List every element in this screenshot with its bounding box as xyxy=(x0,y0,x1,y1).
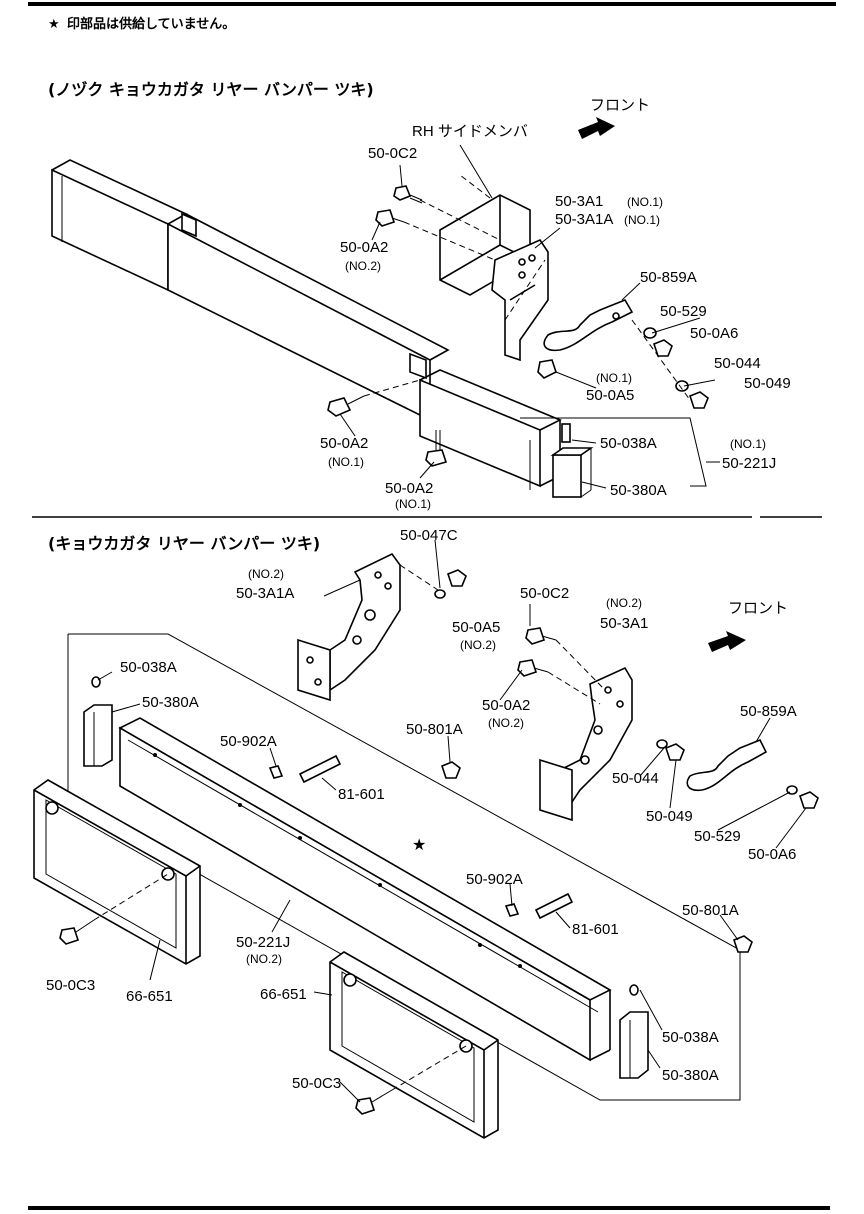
label-50-3A1: 50-3A1 xyxy=(600,615,648,632)
label-50-902A-right: 50-902A xyxy=(466,871,523,888)
label-50-0A5-no: (NO.2) xyxy=(460,638,496,652)
label-50-0C3-left: 50-0C3 xyxy=(46,977,95,994)
label-50-0A2-no: (NO.2) xyxy=(488,716,524,730)
label-50-0C3-right: 50-0C3 xyxy=(292,1075,341,1092)
label-50-049: 50-049 xyxy=(744,375,791,392)
front-arrow-icon xyxy=(708,631,746,652)
note-star: ★ xyxy=(48,17,60,32)
left-bracket xyxy=(297,552,401,702)
bolt-icon xyxy=(375,209,496,261)
label-50-529: 50-529 xyxy=(694,828,741,845)
section-1-title: (ノヅク キョウカガタ リヤー バンパー ツキ) xyxy=(48,80,374,99)
not-supplied-star: ★ xyxy=(412,835,426,854)
label-50-0A6: 50-0A6 xyxy=(690,325,738,342)
label-50-0A6: 50-0A6 xyxy=(748,846,796,863)
label-50-0A2-top: 50-0A2 xyxy=(340,239,388,256)
pad-icon xyxy=(619,984,649,1079)
label-50-3A1A-no: (NO.2) xyxy=(248,567,284,581)
rh-side-member-label: RH サイドメンバ xyxy=(412,123,528,140)
section-2-title: (キョウカガタ リヤー バンパー ツキ) xyxy=(48,534,320,553)
label-50-049: 50-049 xyxy=(646,808,693,825)
label-50-3A1: 50-3A1 xyxy=(555,193,603,210)
license-plate-left xyxy=(33,779,201,965)
bolt-icon xyxy=(393,185,501,241)
bumper-beam xyxy=(118,717,612,1062)
label-50-038A-right: 50-038A xyxy=(662,1029,719,1046)
label-81-601-right: 81-601 xyxy=(572,921,619,938)
leader-lines xyxy=(93,539,807,1103)
tow-hook xyxy=(686,738,768,792)
label-50-3A1A: 50-3A1A xyxy=(555,211,613,228)
tow-bracket xyxy=(491,238,549,362)
label-50-0C2: 50-0C2 xyxy=(368,145,417,162)
pad-icon xyxy=(83,676,113,767)
label-50-801A-left: 50-801A xyxy=(406,721,463,738)
tow-hook xyxy=(543,299,634,352)
label-50-0A2-bot: 50-0A2 xyxy=(385,480,433,497)
label-50-0A2-bot-no: (NO.1) xyxy=(395,497,431,511)
label-50-0C2: 50-0C2 xyxy=(520,585,569,602)
label-50-044: 50-044 xyxy=(612,770,659,787)
label-50-0A5: 50-0A5 xyxy=(586,387,634,404)
label-50-902A-left: 50-902A xyxy=(220,733,277,750)
label-50-380A-left: 50-380A xyxy=(142,694,199,711)
label-50-038A: 50-038A xyxy=(600,435,657,452)
leader-lines xyxy=(339,144,720,489)
washer-icon xyxy=(643,327,689,392)
section-1: (ノヅク キョウカガタ リヤー バンパー ツキ) フロント RH サイドメンバ xyxy=(48,80,791,511)
nut-icon xyxy=(434,569,819,953)
label-50-0A5-no: (NO.1) xyxy=(596,371,632,385)
label-50-221J-no: (NO.1) xyxy=(730,437,766,451)
nut-icon xyxy=(631,319,709,409)
right-bracket xyxy=(539,666,633,822)
label-50-221J: 50-221J xyxy=(236,934,290,951)
label-50-0A2-mid-no: (NO.1) xyxy=(328,455,364,469)
bolt-icon xyxy=(59,627,557,1115)
front-label-2: フロント xyxy=(728,600,788,617)
label-50-044: 50-044 xyxy=(714,355,761,372)
label-50-0A2-mid: 50-0A2 xyxy=(320,435,368,452)
bolt-icon xyxy=(327,379,421,417)
frame-rail xyxy=(51,159,562,490)
bolt-icon xyxy=(425,430,448,467)
label-50-0A2: 50-0A2 xyxy=(482,697,530,714)
label-50-0A5: 50-0A5 xyxy=(452,619,500,636)
license-plate-right xyxy=(329,951,499,1139)
front-label: フロント xyxy=(590,97,650,114)
label-50-529: 50-529 xyxy=(660,303,707,320)
label-50-047C: 50-047C xyxy=(400,527,458,544)
pin-icon xyxy=(268,754,574,920)
front-arrow-icon xyxy=(578,117,615,139)
label-50-859A: 50-859A xyxy=(640,269,697,286)
label-50-3A1A: 50-3A1A xyxy=(236,585,294,602)
note-text: 印部品は供給していません。 xyxy=(67,16,235,32)
label-66-651-left: 66-651 xyxy=(126,988,173,1005)
label-66-651-right: 66-651 xyxy=(260,986,307,1003)
label-50-3A1-no: (NO.2) xyxy=(606,596,642,610)
section-2: (キョウカガタ リヤー バンパー ツキ) フロント xyxy=(33,527,819,1139)
label-50-801A-right: 50-801A xyxy=(682,902,739,919)
label-50-380A: 50-380A xyxy=(610,482,667,499)
label-50-221J-no: (NO.2) xyxy=(246,952,282,966)
label-50-3A1A-no: (NO.1) xyxy=(624,213,660,227)
pad-icon xyxy=(550,423,594,498)
label-50-221J: 50-221J xyxy=(722,455,776,472)
label-50-0A2-top-no: (NO.2) xyxy=(345,259,381,273)
label-50-3A1-no: (NO.1) xyxy=(627,195,663,209)
nut-icon xyxy=(537,359,557,379)
label-50-038A-left: 50-038A xyxy=(120,659,177,676)
label-50-859A: 50-859A xyxy=(740,703,797,720)
label-81-601-left: 81-601 xyxy=(338,786,385,803)
label-50-380A-right: 50-380A xyxy=(662,1067,719,1084)
